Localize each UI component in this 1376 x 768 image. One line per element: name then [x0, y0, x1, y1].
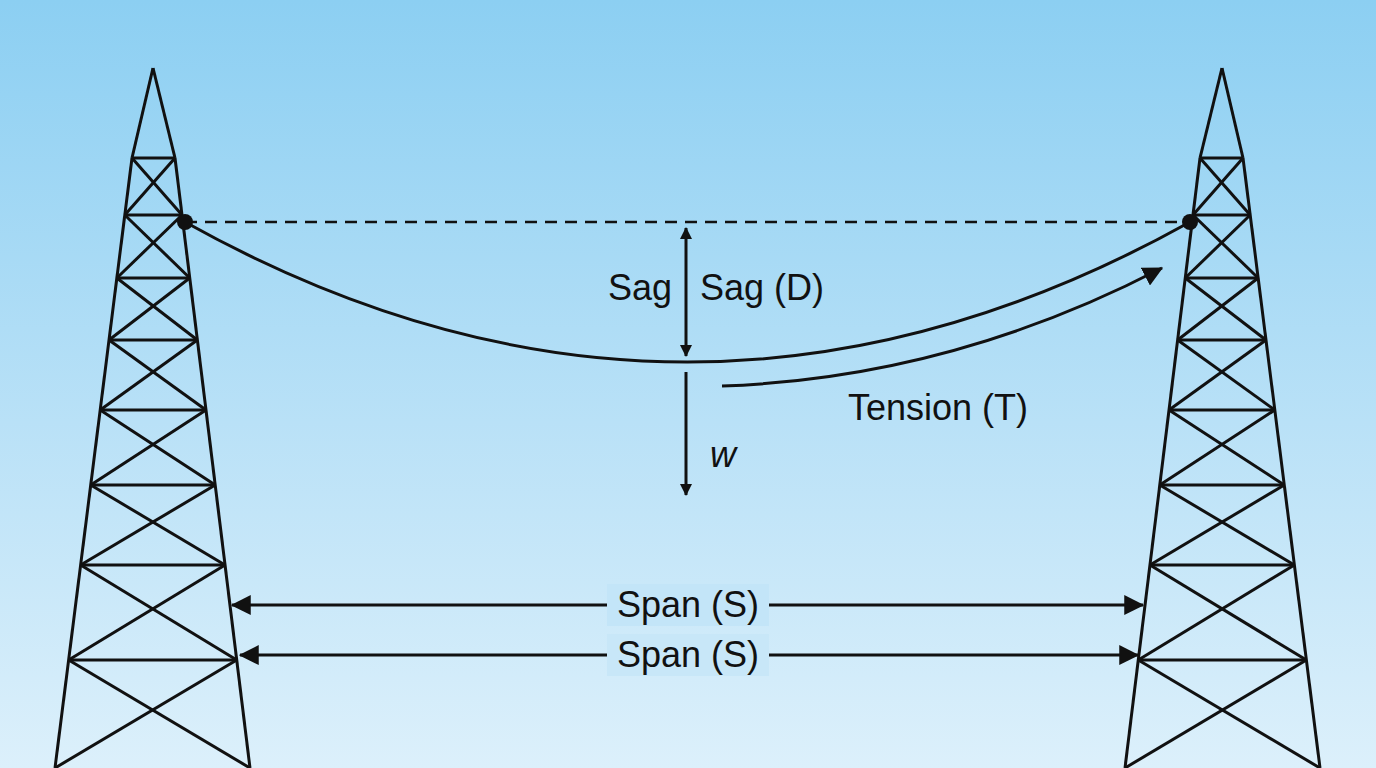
tower-brace: [91, 485, 225, 565]
sag-arrow: [685, 228, 688, 356]
tower-brace: [109, 278, 190, 340]
tower-brace: [1125, 660, 1306, 768]
tower-crossbar: [1169, 409, 1275, 412]
tower-crossbar: [109, 339, 197, 342]
tower-brace: [1185, 278, 1266, 340]
tower-brace: [69, 660, 250, 768]
tower-brace: [117, 278, 198, 340]
sag-label: Sag (D): [700, 267, 824, 309]
tower-brace: [69, 565, 225, 660]
tower-brace: [117, 215, 182, 278]
tower-brace: [1178, 340, 1275, 410]
tower-brace: [1150, 485, 1284, 565]
tower-brace: [132, 158, 182, 215]
tower-brace: [1138, 565, 1294, 660]
attachment-point: [177, 214, 193, 230]
weight-label: w: [710, 434, 736, 476]
tower-brace: [91, 410, 206, 485]
tower-peak: [132, 68, 153, 158]
tower-crossbar: [1160, 484, 1284, 487]
tower-crossbar: [91, 484, 215, 487]
tower-crossbar: [1138, 659, 1306, 662]
tension-label: Tension (T): [848, 387, 1028, 429]
level-line: [185, 221, 1190, 224]
tower-brace: [100, 340, 197, 410]
tower-crossbar: [1178, 339, 1266, 342]
tower-peak: [1222, 68, 1243, 158]
tower-crossbar: [1193, 214, 1250, 217]
tower-lattice: [55, 68, 1320, 768]
tower-crossbar: [100, 409, 206, 412]
tower-crossbar: [117, 277, 190, 280]
tower-brace: [109, 340, 206, 410]
attachment-point: [1182, 214, 1198, 230]
tower-brace: [1169, 340, 1266, 410]
tower-brace: [1200, 158, 1250, 215]
tower-peak: [1200, 68, 1222, 158]
tower-brace: [81, 565, 237, 660]
tower-crossbar: [125, 214, 182, 217]
span-label: Span (S): [607, 584, 769, 626]
tower-brace: [1169, 410, 1284, 485]
sag-label: Sag: [608, 267, 672, 309]
tower-brace: [1160, 410, 1275, 485]
tower-brace: [1178, 278, 1259, 340]
tower-brace: [1193, 158, 1243, 215]
tower-crossbar: [69, 659, 237, 662]
tower-brace: [1160, 485, 1295, 565]
tower-brace: [55, 660, 237, 768]
conductor: [185, 222, 1190, 362]
tower-peak: [153, 68, 175, 158]
tower-brace: [1193, 215, 1258, 278]
tower-crossbar: [132, 157, 175, 160]
span-label: Span (S): [607, 634, 769, 676]
tower-brace: [100, 410, 215, 485]
tower-crossbar: [1185, 277, 1258, 280]
tower-brace: [125, 158, 175, 215]
tower-brace: [1138, 660, 1320, 768]
tower-crossbar: [81, 564, 225, 567]
tower-crossbar: [1150, 564, 1294, 567]
tower-brace: [1150, 565, 1306, 660]
tower-crossbar: [1200, 157, 1243, 160]
weight-arrow: [685, 372, 688, 495]
tower-brace: [81, 485, 216, 565]
